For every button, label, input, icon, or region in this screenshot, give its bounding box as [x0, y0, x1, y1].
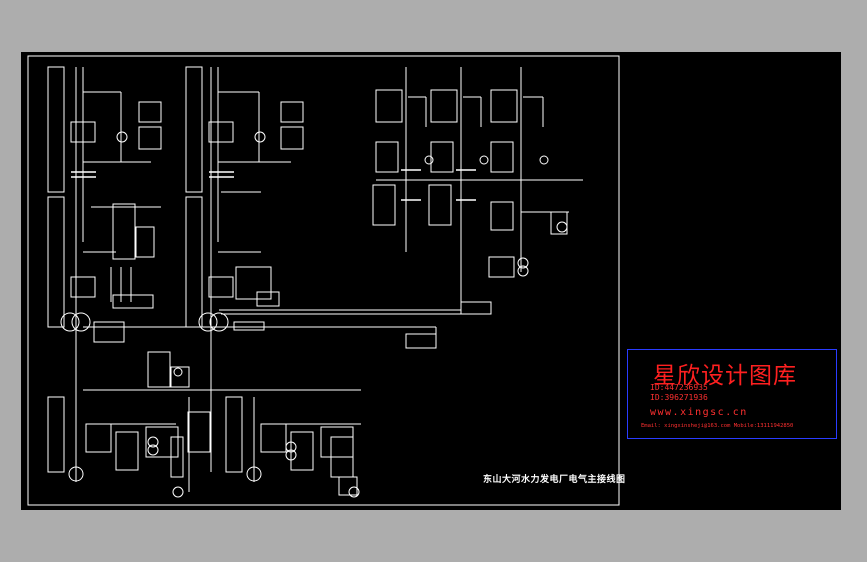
bus-connections [83, 202, 492, 349]
drawing-title: 东山大河水力发电厂电气主接线图 [483, 475, 626, 485]
generator-unit-1 [47, 396, 184, 498]
single-line-diagram [27, 55, 620, 506]
watermark-url: www.xingsc.cn [650, 407, 748, 418]
watermark-name: 星欣设计图库 [653, 363, 797, 389]
generator-unit-2 [187, 396, 361, 498]
device-markers [71, 169, 476, 201]
watermark-id-2: ID:396271936 [650, 393, 708, 402]
watermark-id-1: ID:447236935 [650, 383, 708, 392]
feeder-column-a [47, 66, 162, 472]
drawing-canvas[interactable]: 东山大河水力发电厂电气主接线图 星欣设计图库 ID:447236935 ID:3… [21, 52, 841, 510]
watermark-contact: Email: xingxinsheji@163.com Mobile:13111… [641, 423, 794, 429]
transformer-bays [372, 67, 583, 278]
watermark-box: 星欣设计图库 ID:447236935 ID:396271936 www.xin… [627, 349, 837, 439]
station-transformer [83, 351, 361, 391]
feeder-column-b [185, 66, 304, 472]
drawing-frame [27, 55, 620, 506]
